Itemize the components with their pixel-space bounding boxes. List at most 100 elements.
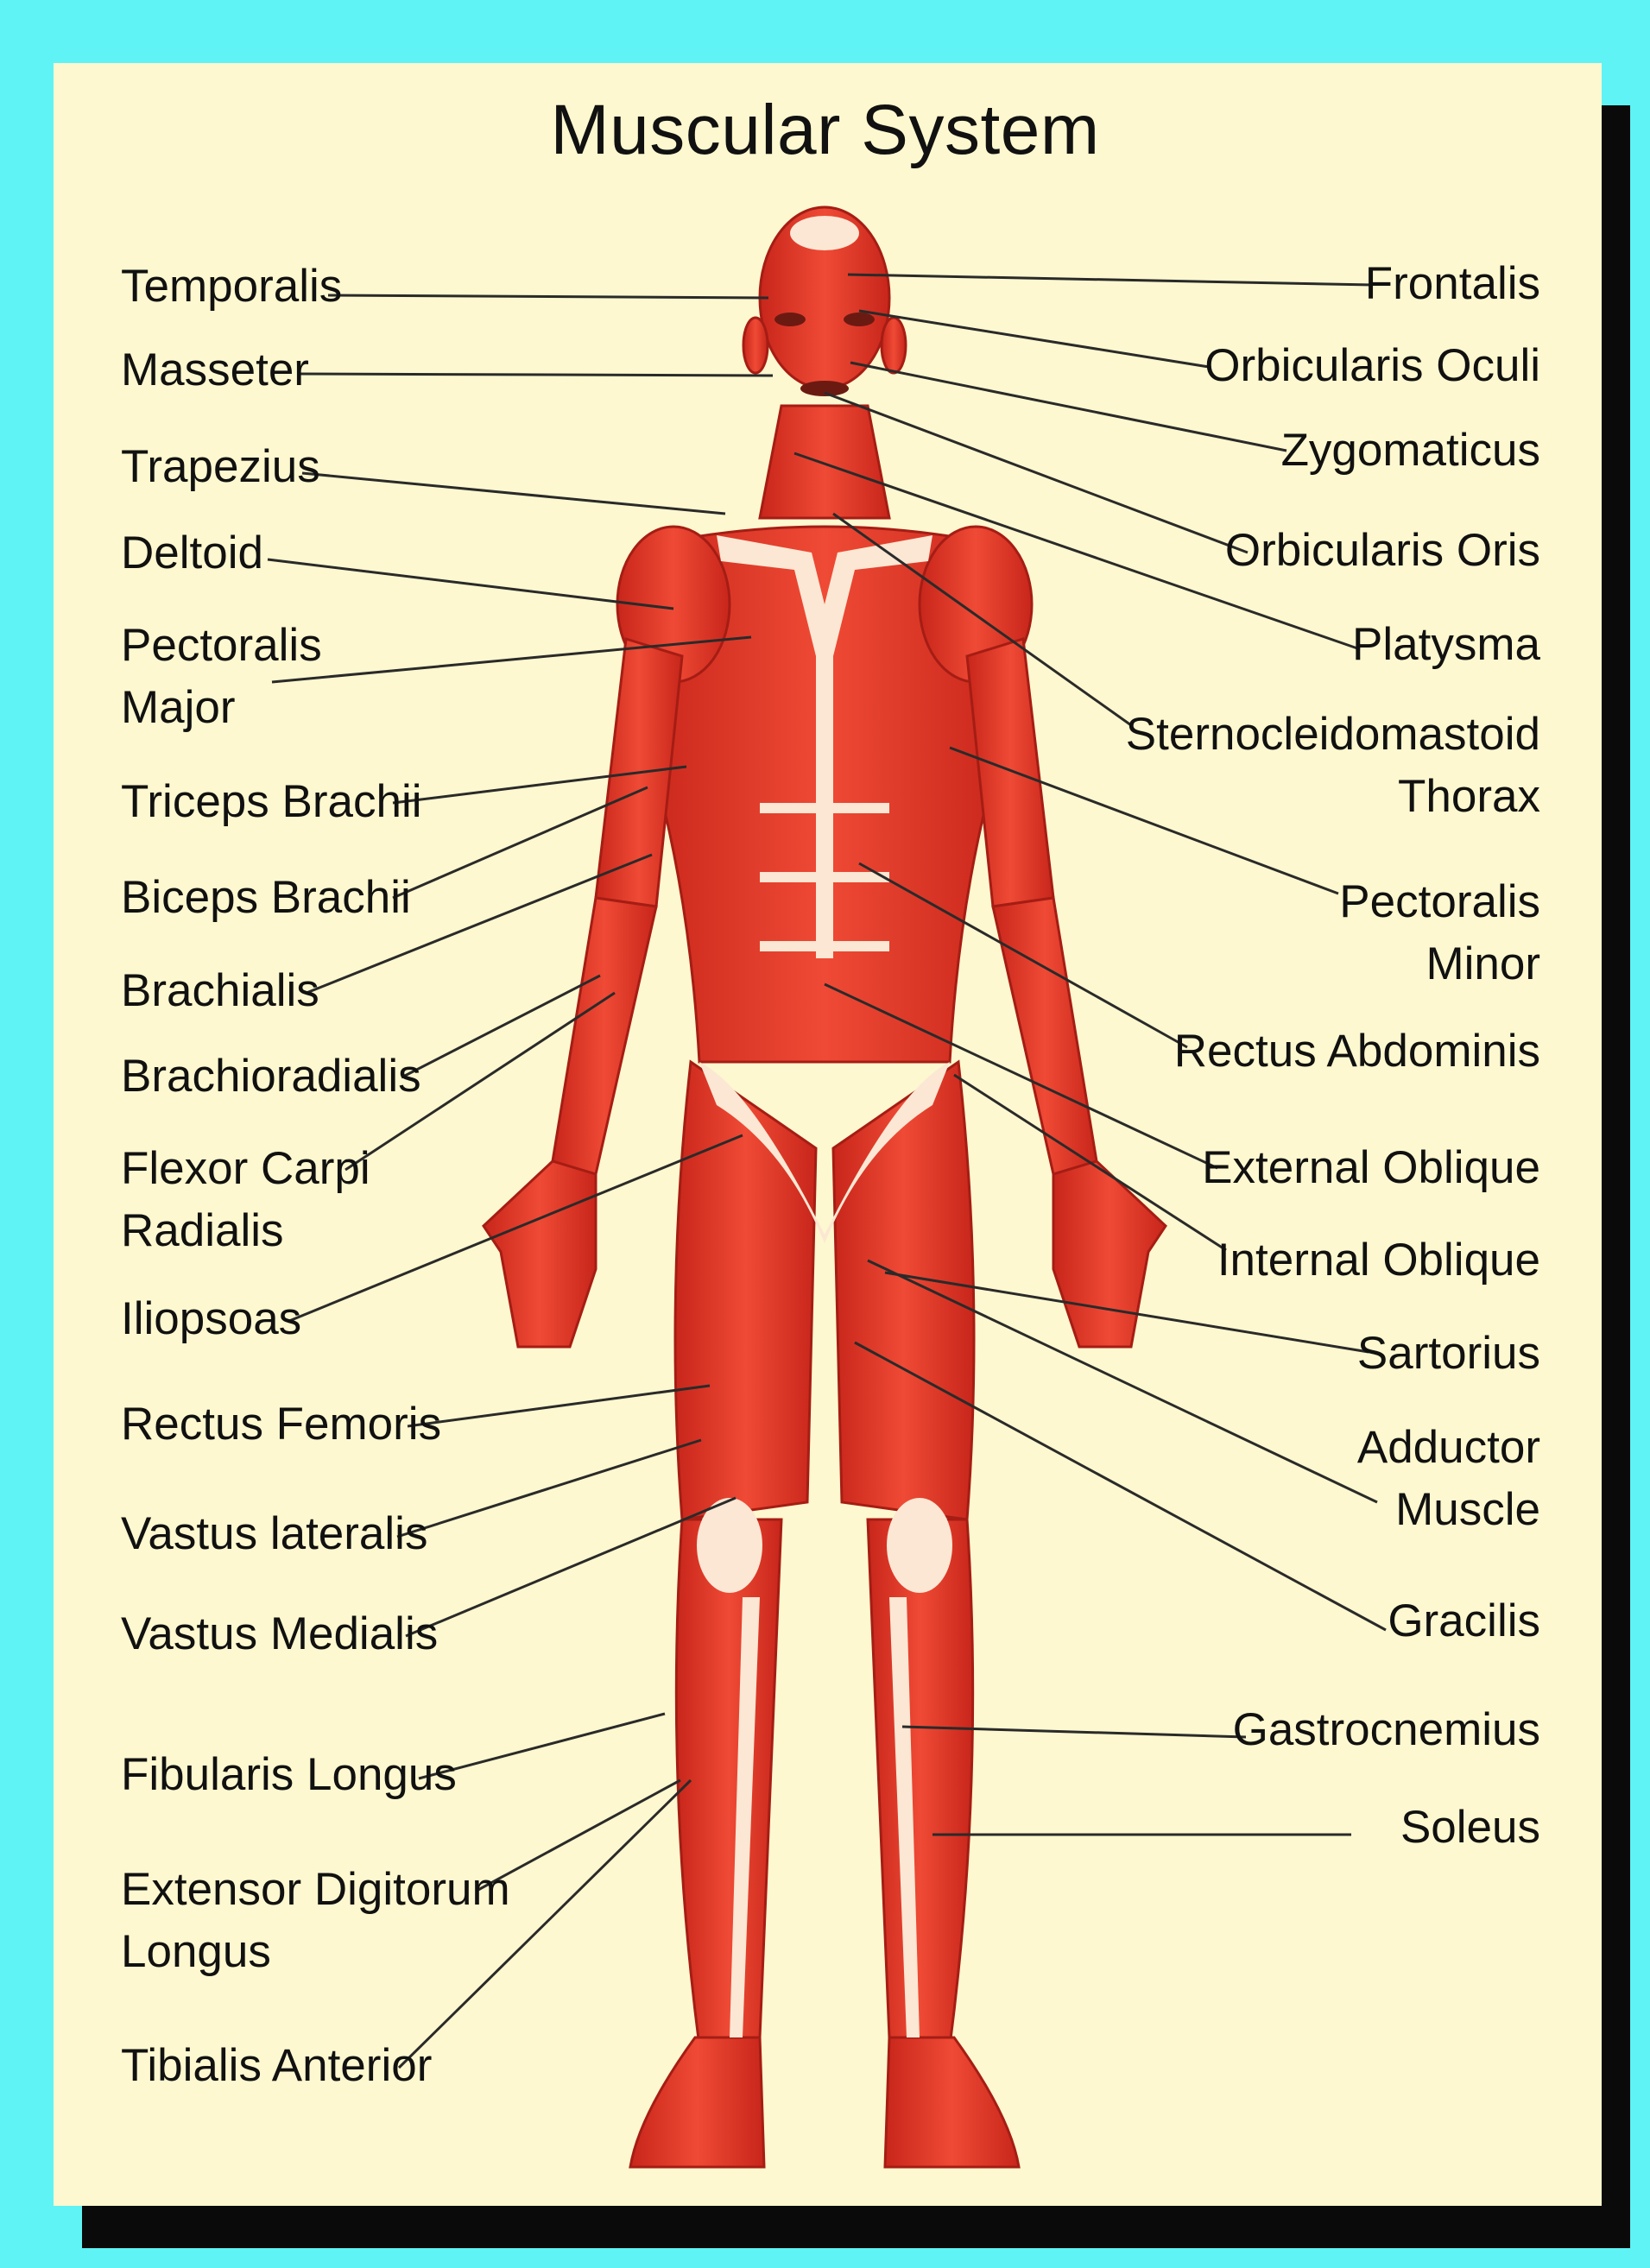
label-temporalis: Temporalis [121, 261, 343, 312]
label-deltoid: Deltoid [121, 528, 263, 578]
label-fibularis-longus: Fibularis Longus [121, 1749, 457, 1800]
label-extensor-digitorum-longus-line2: Longus [121, 1926, 271, 1977]
leader-trapezius [301, 471, 726, 515]
leader-vastus-medialis [405, 1496, 736, 1638]
leader-fibularis-longus [418, 1712, 666, 1780]
leader-triceps-brachii [392, 765, 687, 805]
label-orbicularis-oris: Orbicularis Oris [1224, 525, 1540, 576]
leader-gracilis [854, 1341, 1387, 1632]
label-internal-oblique: Internal Oblique [1217, 1235, 1540, 1286]
right-ear [880, 316, 907, 375]
label-pectoralis-minor-line1: Pectoralis [1339, 876, 1540, 927]
right-knee [887, 1498, 952, 1593]
label-pectoralis-major: Pectoralis Major [121, 615, 322, 739]
left-foot [629, 2036, 766, 2169]
left-hand [482, 1159, 597, 1349]
label-sartorius: Sartorius [1356, 1328, 1540, 1379]
leader-flexor-carpi-radialis [345, 991, 616, 1172]
leader-rectus-abdominis [858, 862, 1188, 1049]
leader-pectoralis-major [271, 635, 752, 684]
label-gracilis: Gracilis [1388, 1595, 1540, 1646]
label-brachioradialis: Brachioradialis [121, 1051, 421, 1102]
label-sternocleidomastoid-line1: Sternocleidomastoid [1125, 709, 1540, 760]
leader-vastus-lateralis [396, 1438, 702, 1538]
label-brachialis: Brachialis [121, 965, 319, 1016]
label-pectoralis-major-line1: Pectoralis [121, 620, 322, 671]
label-rectus-abdominis: Rectus Abdominis [1173, 1026, 1540, 1077]
label-flexor-carpi-radialis-line2: Radialis [121, 1205, 284, 1256]
right-thigh [831, 1059, 976, 1521]
leader-biceps-brachii [392, 786, 648, 900]
leader-frontalis [847, 273, 1374, 287]
label-flexor-carpi-radialis-line1: Flexor Carpi [121, 1143, 370, 1194]
left-ear [742, 316, 769, 375]
label-triceps-brachii: Triceps Brachii [121, 776, 422, 827]
ab-line-3 [760, 941, 889, 951]
label-tibialis-anterior: Tibialis Anterior [121, 2040, 433, 2091]
right-lower-leg [866, 1518, 975, 2048]
label-platysma: Platysma [1352, 619, 1540, 670]
label-pectoralis-minor: Pectoralis Minor [1339, 871, 1540, 995]
leader-deltoid [267, 558, 674, 610]
label-sternocleidomastoid-line2: Thorax [1398, 771, 1540, 822]
label-vastus-medialis: Vastus Medialis [121, 1608, 439, 1659]
ab-line-2 [760, 872, 889, 882]
label-vastus-lateralis: Vastus lateralis [121, 1508, 428, 1559]
right-foot [883, 2036, 1021, 2169]
label-soleus: Soleus [1400, 1802, 1540, 1853]
leader-adductor-muscle [867, 1259, 1378, 1504]
label-adductor-muscle-line2: Muscle [1395, 1484, 1540, 1535]
label-flexor-carpi-radialis: Flexor Carpi Radialis [121, 1138, 370, 1262]
leader-temporalis [327, 294, 769, 300]
leader-pectoralis-minor [949, 746, 1339, 895]
right-shin-tendon [889, 1597, 920, 2037]
leader-platysma [793, 452, 1361, 651]
leader-tibialis-anterior [397, 1778, 692, 2069]
label-extensor-digitorum-longus-line1: Extensor Digitorum [121, 1864, 510, 1915]
leader-sternocleidomastoid [832, 512, 1132, 727]
leader-orbicularis-oculi [858, 309, 1210, 369]
label-adductor-muscle: Adductor Muscle [1357, 1417, 1540, 1541]
leader-extensor-digitorum-longus [476, 1778, 681, 1892]
tendon-details [697, 216, 952, 2037]
label-zygomaticus: Zygomaticus [1280, 425, 1540, 476]
face-features [774, 313, 875, 396]
neck [758, 404, 891, 520]
mouth [800, 381, 849, 396]
left-thigh [673, 1059, 818, 1521]
leader-brachialis [306, 853, 653, 995]
right-eye [844, 313, 875, 326]
ab-line-1 [760, 803, 889, 813]
label-pectoralis-major-line2: Major [121, 682, 236, 733]
diagram-title: Muscular System [550, 91, 1100, 169]
right-hand [1052, 1159, 1167, 1349]
face-forehead [790, 216, 859, 250]
label-pectoralis-minor-line2: Minor [1426, 938, 1540, 989]
right-upper-arm [965, 637, 1055, 908]
left-shin-tendon [730, 1597, 760, 2037]
leader-sartorius [884, 1271, 1369, 1354]
label-gastrocnemius: Gastrocnemius [1232, 1704, 1540, 1755]
clavicle-band [717, 535, 932, 656]
leader-gastrocnemius [901, 1725, 1247, 1739]
leader-zygomaticus [850, 361, 1287, 452]
label-adductor-muscle-line1: Adductor [1356, 1422, 1540, 1473]
label-masseter: Masseter [121, 344, 309, 395]
label-trapezius: Trapezius [121, 441, 320, 492]
left-forearm [551, 896, 658, 1176]
left-knee [697, 1498, 762, 1593]
label-orbicularis-oculi: Orbicularis Oculi [1204, 340, 1540, 391]
leader-brachioradialis [401, 974, 601, 1079]
left-lower-leg [674, 1518, 783, 2048]
left-eye [774, 313, 806, 326]
label-external-oblique: External Oblique [1202, 1142, 1540, 1193]
leader-internal-oblique [953, 1073, 1227, 1252]
label-frontalis: Frontalis [1364, 258, 1540, 309]
leader-rectus-femoris [407, 1384, 711, 1428]
label-rectus-femoris: Rectus Femoris [121, 1399, 442, 1450]
label-extensor-digitorum-longus: Extensor Digitorum Longus [121, 1859, 510, 1983]
leader-orbicularis-oris [824, 391, 1249, 554]
label-iliopsoas: Iliopsoas [121, 1293, 302, 1344]
label-biceps-brachii: Biceps Brachii [121, 872, 411, 923]
